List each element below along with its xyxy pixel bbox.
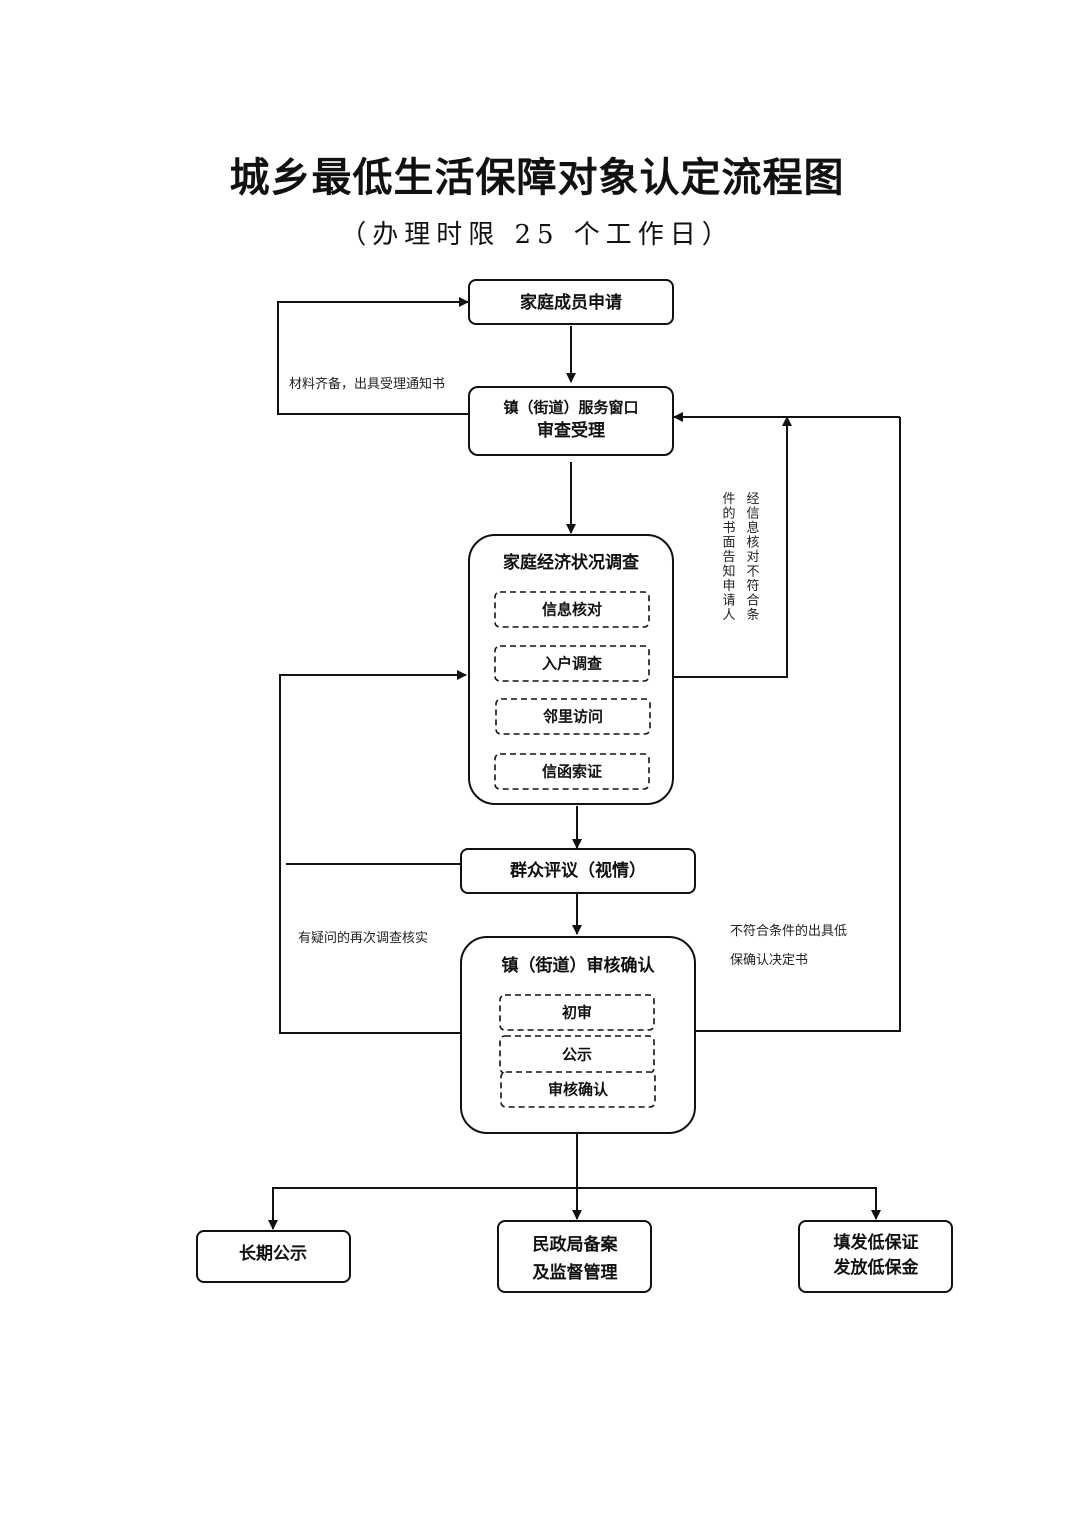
survey-step-neighbor-visit: 邻里访问 — [542, 708, 603, 726]
node-survey-title: 家庭经济状况调查 — [503, 552, 640, 573]
note-info-check-fail: 经信息核对不符合条 件的书面告知申请人 — [722, 492, 759, 623]
note-info-check-fail-col2: 件的书面告知申请人 — [722, 492, 735, 623]
node-apply-label: 家庭成员申请 — [520, 292, 622, 313]
survey-step-box — [494, 753, 650, 790]
arrow-confirm-reinvestigate — [279, 670, 467, 1034]
survey-step-letter-evidence: 信函索证 — [542, 763, 602, 781]
line-confirm-not-eligible — [695, 417, 901, 1032]
survey-step-box — [495, 698, 651, 735]
survey-step-info-check: 信息核对 — [542, 601, 602, 619]
node-window-label-1: 镇（街道）服务窗口 — [503, 399, 638, 417]
node-window-label-2: 审查受理 — [537, 420, 605, 441]
node-confirm: 镇（街道）审核确认 初审 公示 审核确认 — [460, 936, 696, 1134]
node-outcome-publicity: 长期公示 — [196, 1230, 351, 1283]
survey-step-box — [494, 645, 650, 682]
connectors — [268, 297, 901, 1230]
outcome-civil-label-1: 民政局备案 — [533, 1234, 619, 1255]
survey-step-box — [494, 591, 650, 628]
note-not-eligible-1: 不符合条件的出具低 — [730, 923, 847, 939]
outcome-publicity-label: 长期公示 — [239, 1243, 307, 1264]
arrow-window-to-apply — [277, 297, 469, 415]
node-apply: 家庭成员申请 — [468, 279, 674, 325]
node-window: 镇（街道）服务窗口 审查受理 — [468, 386, 674, 456]
confirm-step-publicity: 公示 — [562, 1046, 592, 1064]
note-doubt-reinvestigate: 有疑问的再次调查核实 — [298, 930, 428, 946]
note-not-eligible-2: 保确认决定书 — [730, 953, 808, 968]
arrow-to-issue — [577, 1187, 881, 1220]
outcome-issue-label-2: 发放低保金 — [833, 1257, 920, 1278]
node-confirm-title: 镇（街道）审核确认 — [502, 955, 656, 976]
arrow-survey-fail — [673, 416, 792, 678]
node-outcome-civil-affairs: 民政局备案 及监督管理 — [497, 1220, 652, 1293]
page-subtitle: （办理时限 25 个工作日） — [340, 220, 734, 250]
node-survey: 家庭经济状况调查 信息核对 入户调查 邻里访问 信函索证 — [468, 534, 674, 805]
survey-step-home-visit: 入户调查 — [542, 655, 603, 673]
confirm-step-box — [499, 1035, 655, 1074]
confirm-step-final: 审核确认 — [548, 1081, 609, 1099]
page-title: 城乡最低生活保障对象认定流程图 — [229, 154, 845, 201]
confirm-step-box — [500, 1071, 656, 1108]
note-info-check-fail-col1: 经信息核对不符合条 — [746, 492, 759, 623]
confirm-step-initial-review: 初审 — [562, 1004, 592, 1022]
node-review: 群众评议（视情） — [460, 848, 696, 894]
confirm-step-box — [499, 994, 655, 1031]
node-review-label: 群众评议（视情） — [510, 860, 646, 881]
outcome-issue-label-1: 填发低保证 — [834, 1232, 919, 1253]
outcome-civil-label-2: 及监督管理 — [533, 1262, 618, 1283]
arrow-to-publicity — [268, 1187, 577, 1230]
node-outcome-issue: 填发低保证 发放低保金 — [798, 1220, 953, 1293]
note-materials-complete: 材料齐备，出具受理通知书 — [289, 376, 445, 392]
